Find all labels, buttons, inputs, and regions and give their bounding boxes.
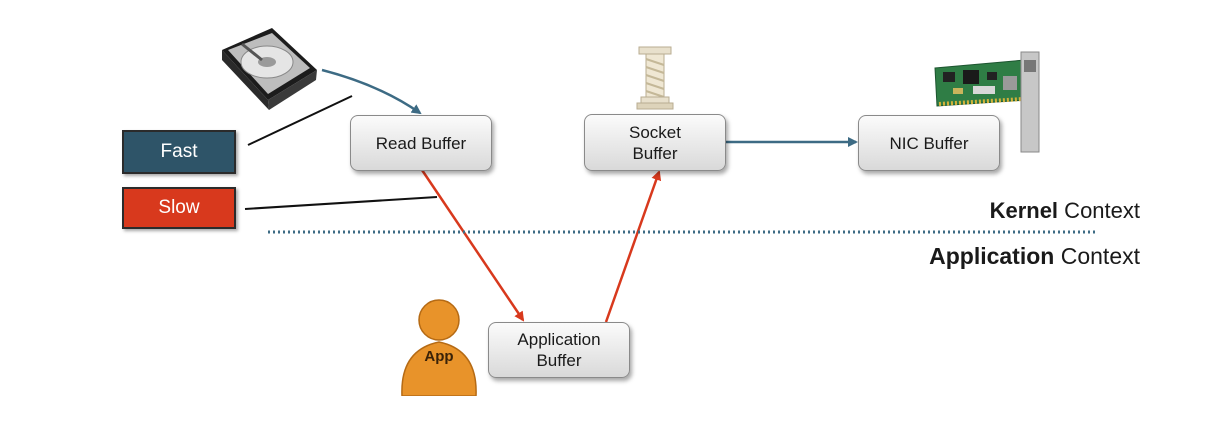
network-card-icon	[934, 51, 1040, 153]
disk-to-read-buffer-arrow	[321, 68, 422, 115]
socket-buffer-box: Socket Buffer	[584, 114, 726, 171]
app-icon-label: App	[424, 348, 454, 365]
fast-legend-pointer	[247, 95, 353, 146]
hard-disk-icon	[222, 28, 317, 110]
legend-fast-label: Fast	[160, 141, 198, 162]
application-buffer-label-line1: Application	[517, 330, 601, 349]
app-to-socket-buffer-arrow	[604, 170, 662, 323]
application-context-label: Application Context	[929, 243, 1140, 270]
kernel-context-rest: Context	[1058, 198, 1140, 223]
legend-slow-label: Slow	[158, 197, 200, 218]
person-icon	[401, 299, 477, 397]
socket-buffer-label-line2: Buffer	[632, 143, 678, 163]
socket-buffer-label-line1: Socket	[629, 122, 681, 142]
application-context-bold: Application	[929, 243, 1055, 269]
app-person-icon: App	[396, 296, 482, 397]
read-buffer-box: Read Buffer	[350, 115, 492, 171]
nic-buffer-box: NIC Buffer	[858, 115, 1000, 171]
application-buffer-label-line2: Buffer	[536, 351, 582, 370]
pillar-icon	[636, 46, 674, 110]
read-buffer-label: Read Buffer	[375, 133, 467, 153]
application-context-rest: Context	[1054, 243, 1140, 269]
legend-fast: Fast	[122, 130, 236, 174]
kernel-context-label: Kernel Context	[990, 198, 1140, 224]
slow-legend-pointer	[244, 196, 438, 210]
read-to-app-buffer-arrow	[420, 169, 525, 322]
nic-buffer-label: NIC Buffer	[889, 133, 969, 153]
kernel-context-bold: Kernel	[989, 198, 1059, 223]
application-buffer-box: Application Buffer	[488, 322, 630, 378]
legend-slow: Slow	[122, 187, 236, 229]
